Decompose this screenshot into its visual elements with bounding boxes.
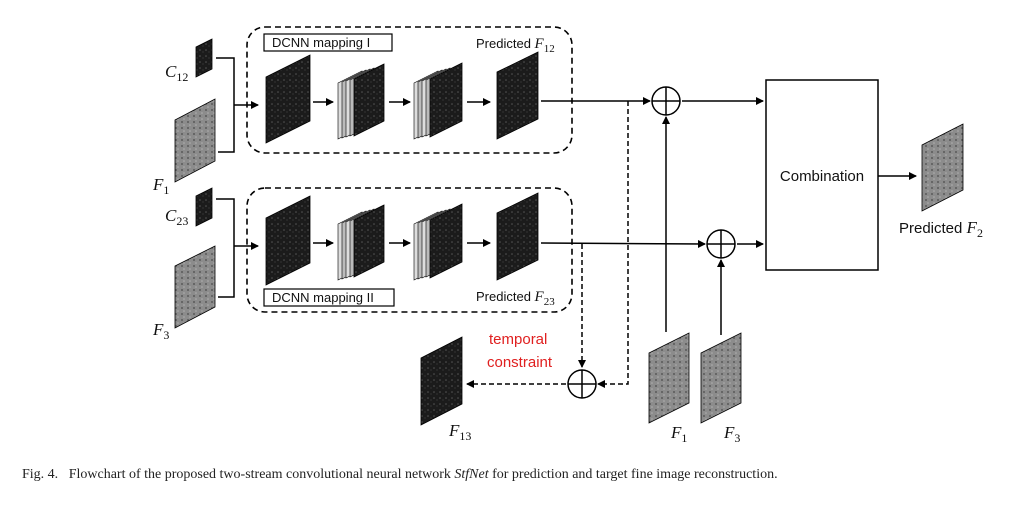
f3-fine-image-bottom [700,332,742,424]
f13-label: F13 [448,421,471,443]
sum-node-2 [706,229,736,259]
caption-network-name: StfNet [454,467,489,482]
stream1-input-feature-map [265,54,311,144]
caption-text-after: for prediction and target fine image rec… [488,467,778,482]
f1-label: F1 [152,175,169,197]
predicted-f12-map [496,51,539,140]
predicted-f23-map [496,192,539,281]
combination-label: Combination [780,168,864,185]
dcnn-mapping-1-title: DCNN mapping I [272,35,370,50]
sum-node-3 [567,369,597,399]
dcnn-mapping-1-titlebox [263,33,393,52]
c12-label: C12 [165,62,188,84]
f3-label: F3 [152,320,169,342]
dcnn-mapping-2-title: DCNN mapping II [272,290,374,305]
dcnn-mapping-2-box [246,187,573,313]
stream2-input-feature-map [265,195,311,286]
bracket-stream2 [216,198,235,298]
stream1-feature-stack-2 [413,62,463,140]
f3-input-image [174,245,216,329]
stream2-feature-stack-2 [413,203,463,281]
flowchart: C12 F1 C23 F3 DCNN mapping I Predicted F… [152,26,983,445]
figure-caption: Fig. 4. Flowchart of the proposed two-st… [22,467,1012,483]
dcnn-mapping-1-box [246,26,573,154]
f1-input-image [174,98,216,183]
combination-box [765,79,879,271]
predicted-f2-image [921,123,964,212]
stream1-feature-stack-1 [337,63,385,140]
stream2-feature-stack-1 [337,204,385,281]
caption-text-before: Flowchart of the proposed two-stream con… [68,467,455,482]
dcnn-mapping-2-titlebox [263,288,395,307]
f23-to-plus2-line [540,239,706,248]
c23-input-image [195,187,213,227]
constraint-label: constraint [487,354,553,371]
c23-label: C23 [165,206,188,228]
caption-prefix: Fig. 4. [22,467,59,482]
f1-fine-image-bottom [648,332,690,424]
sum-node-1 [651,86,681,116]
c12-input-image [195,38,213,78]
f13-output-image [420,336,463,426]
temporal-label: temporal [489,331,547,348]
f12-dashed-path [597,101,629,388]
bracket-stream1 [216,57,235,153]
f3-bottom-label: F3 [723,423,740,445]
predicted-f12-label: Predicted F12 [476,36,555,55]
f1-bottom-label: F1 [670,423,687,445]
predicted-f2-label: Predicted F2 [899,218,983,240]
predicted-f23-label: Predicted F23 [476,289,555,308]
